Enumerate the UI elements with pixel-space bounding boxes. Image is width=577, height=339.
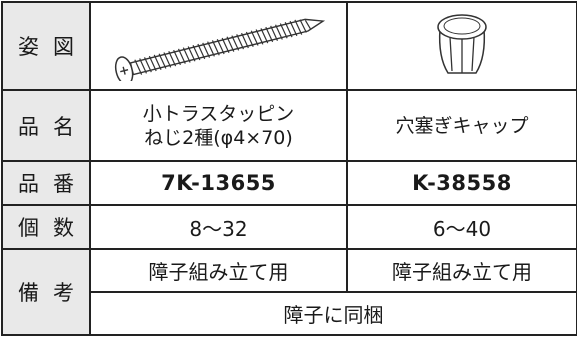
plug-figure-cell	[346, 1, 577, 91]
shared-remark-row: 障子に同梱	[2, 291, 577, 336]
screw-figure-cell	[89, 1, 348, 91]
product-number-row: 品番 7K-13655 K-38558	[1, 160, 577, 206]
plug-name-cell: 穴塞ぎキャップ	[346, 89, 577, 162]
screw-number-cell: 7K-13655	[89, 160, 348, 206]
screw-quantity-cell: 8〜32	[89, 204, 348, 250]
screw-name-line2: ねじ2種(φ4×70)	[144, 126, 293, 149]
product-name-header: 品名	[1, 89, 91, 162]
plug-remark-cell: 障子組み立て用	[346, 248, 577, 293]
quantity-header: 個数	[1, 204, 91, 250]
screw-remark-cell: 障子組み立て用	[89, 248, 348, 293]
shared-remark-cell: 障子に同梱	[89, 291, 577, 336]
plug-quantity-cell: 6〜40	[346, 204, 577, 250]
screw-icon	[114, 18, 325, 81]
figure-header: 姿図	[1, 1, 91, 91]
remarks-row: 備考 障子組み立て用 障子組み立て用	[1, 248, 577, 336]
screw-name-line1: 小トラスタッピン	[142, 102, 295, 125]
figure-row: 姿図	[1, 1, 577, 91]
product-name-row: 品名 小トラスタッピン ねじ2種(φ4×70) 穴塞ぎキャップ	[1, 89, 577, 162]
screw-name-cell: 小トラスタッピン ねじ2種(φ4×70)	[89, 89, 348, 162]
remarks-header: 備考	[1, 248, 91, 336]
plug-cap-icon	[437, 14, 487, 74]
quantity-row: 個数 8〜32 6〜40	[1, 204, 577, 250]
plug-number-cell: K-38558	[346, 160, 577, 206]
product-number-header: 品番	[1, 160, 91, 206]
